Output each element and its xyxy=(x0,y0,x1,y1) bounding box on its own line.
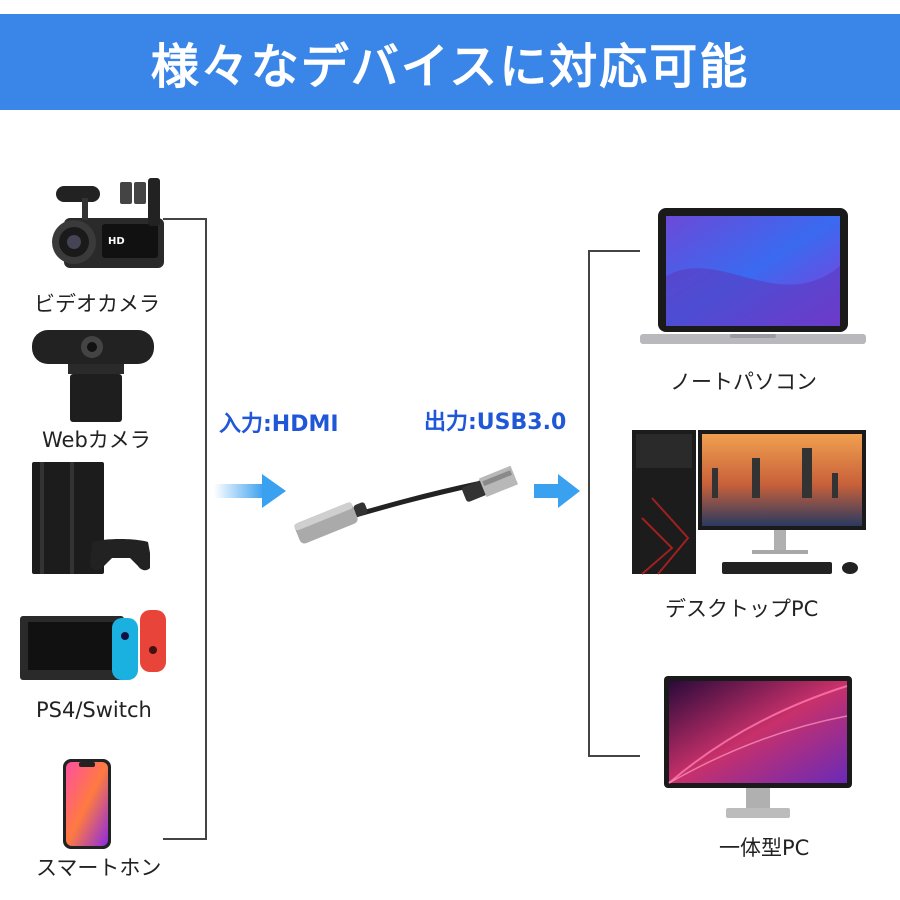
all-in-one-pc-icon xyxy=(664,676,854,824)
svg-text:HD: HD xyxy=(108,236,125,247)
laptop-icon xyxy=(640,206,868,358)
smartphone-icon xyxy=(62,758,112,854)
input-spec-label: 入力:HDMI xyxy=(219,412,339,437)
hdmi-usb-adapter-icon xyxy=(292,456,522,560)
output-bracket xyxy=(588,250,640,757)
output-label-desktop: デスクトップPC xyxy=(665,597,819,621)
video-camera-icon: HD xyxy=(42,178,167,282)
output-arrow-icon xyxy=(534,472,582,514)
input-bracket xyxy=(163,218,207,840)
input-label-webcam: Webカメラ xyxy=(42,428,151,452)
desktop-pc-icon xyxy=(632,428,868,582)
output-label-all-in-one: 一体型PC xyxy=(719,836,810,860)
webcam-icon xyxy=(30,328,160,427)
output-label-laptop: ノートパソコン xyxy=(670,370,817,394)
input-label-switch: PS4/Switch xyxy=(36,698,152,722)
output-spec-label: 出力:USB3.0 xyxy=(424,410,567,435)
input-label-smartphone: スマートホン xyxy=(36,856,162,880)
header-banner: 様々なデバイスに対応可能 xyxy=(0,14,900,110)
input-arrow-icon xyxy=(214,472,288,514)
game-console-icon xyxy=(30,462,152,581)
switch-console-icon xyxy=(20,610,180,686)
input-label-video-camera: ビデオカメラ xyxy=(34,292,160,316)
page-title: 様々なデバイスに対応可能 xyxy=(150,39,750,95)
